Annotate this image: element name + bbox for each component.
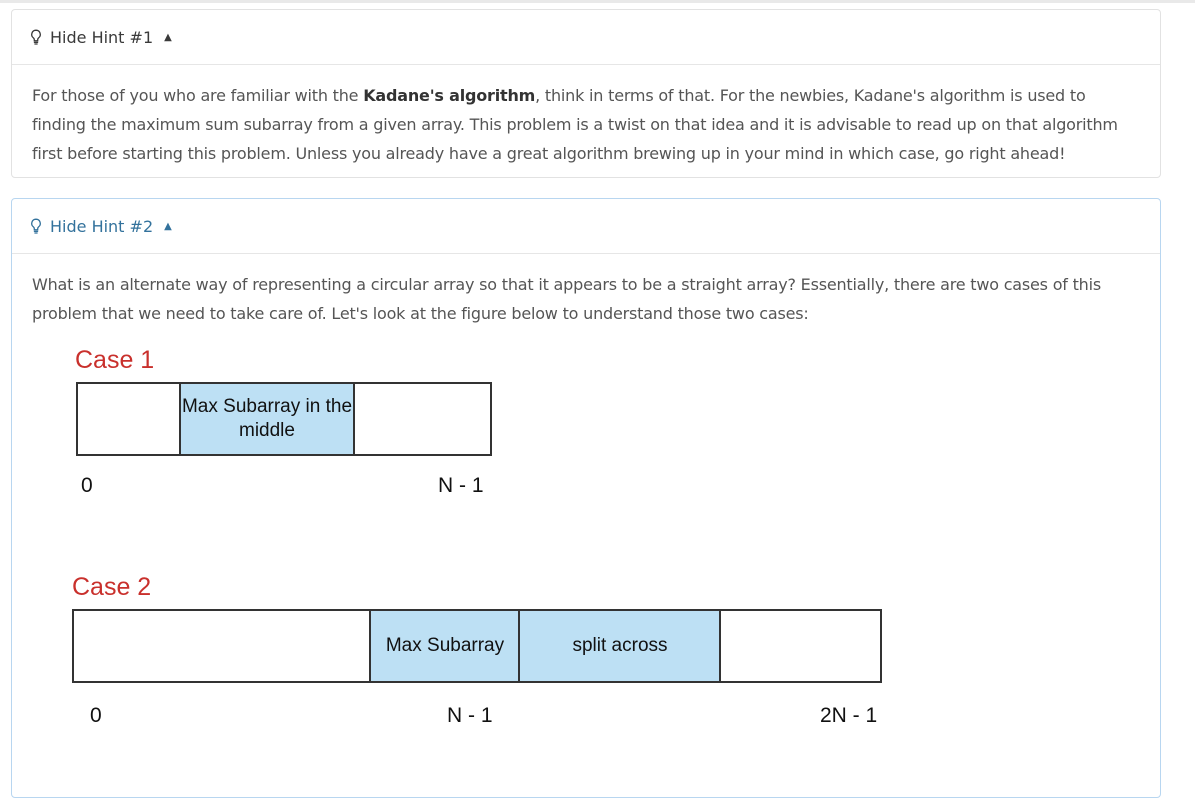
top-bar — [0, 0, 1195, 3]
case-2-title: Case 2 — [72, 573, 152, 601]
hint-1-text-before: For those of you who are familiar with t… — [32, 86, 364, 105]
hint-2-toggle[interactable]: Hide Hint #2 ▲ — [12, 199, 1160, 254]
case-1-cell-left — [76, 382, 181, 456]
case-1-start-index: 0 — [81, 474, 93, 497]
hint-1-text-after: , think in terms of that. For the newbie… — [32, 86, 1118, 163]
case-2-cell-split-across: split across — [518, 609, 722, 683]
case-2-end-index: 2N - 1 — [820, 704, 878, 727]
kadane-bold: Kadane's algorithm — [363, 86, 536, 105]
case-1-title: Case 1 — [75, 346, 155, 374]
case-2-cell-left — [72, 609, 372, 683]
case-1-cell-max-subarray: Max Subarray in the middle — [179, 382, 355, 456]
lightbulb-icon — [31, 29, 41, 45]
hint-2-body: What is an alternate way of representing… — [12, 254, 1160, 328]
case-2-mid-index: N - 1 — [447, 704, 493, 727]
case-2-start-index: 0 — [90, 704, 102, 727]
caret-up-icon: ▲ — [164, 220, 172, 232]
hint-1-body: For those of you who are familiar with t… — [12, 65, 1160, 168]
hint-2-label: Hide Hint #2 — [50, 216, 154, 236]
caret-up-icon: ▲ — [164, 31, 172, 43]
case-1-cell-right — [353, 382, 492, 456]
case-1-end-index: N - 1 — [438, 474, 484, 497]
lightbulb-icon — [31, 218, 41, 234]
case-2-cell-max-subarray: Max Subarray — [369, 609, 521, 683]
hint-1-label: Hide Hint #1 — [50, 27, 154, 47]
hint-panel-2: Hide Hint #2 ▲ What is an alternate way … — [11, 198, 1161, 798]
hint-panel-1: Hide Hint #1 ▲ For those of you who are … — [11, 9, 1161, 178]
hint-1-toggle[interactable]: Hide Hint #1 ▲ — [12, 10, 1160, 65]
case-2-cell-right — [719, 609, 882, 683]
hint-2-text: What is an alternate way of representing… — [32, 275, 1102, 323]
